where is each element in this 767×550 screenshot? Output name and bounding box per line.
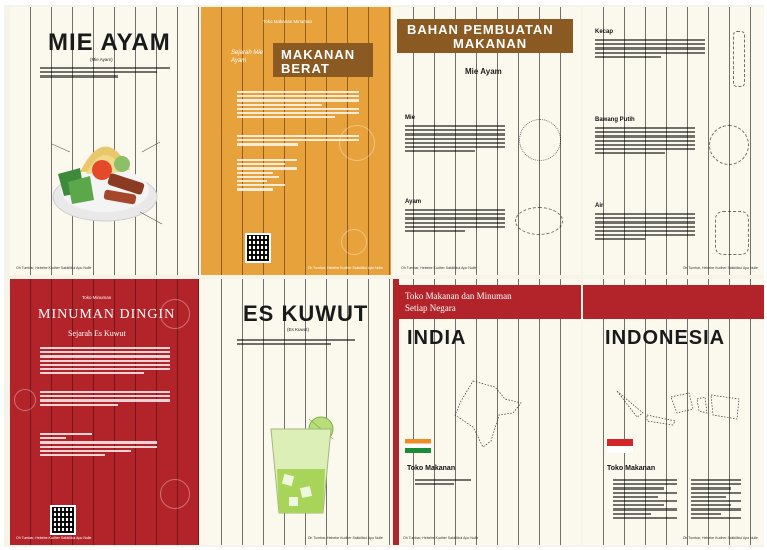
banner-line-1: Toko Makanan dan Minuman — [405, 291, 512, 301]
header-small: Toko Minuman — [82, 295, 112, 300]
page-mie-ayam[interactable]: MIE AYAM (Mie Ayam) Oh Tumbar, Hebebe Ku… — [10, 7, 199, 275]
page-subtitle: (Es Kuwut) — [287, 327, 310, 332]
history-text — [40, 345, 170, 376]
section-text-mie — [405, 123, 505, 154]
section-heading-air: Air — [595, 203, 604, 209]
history-text — [237, 89, 359, 120]
script-heading: Sejarah Mie Ayam — [231, 50, 264, 64]
page-subtitle: Sejarah Es Kuwut — [68, 329, 126, 338]
history-text-2 — [40, 389, 170, 408]
info-columns — [40, 431, 170, 458]
page-title: MINUMAN DINGIN — [38, 307, 176, 322]
left-margin-bar — [393, 279, 399, 545]
decorative-doodle — [341, 229, 367, 255]
section-heading-bawang: Bawang Putih — [595, 117, 635, 123]
es-kuwut-illustration — [270, 416, 334, 514]
page-title: ES KUWUT — [243, 301, 369, 326]
shop-list — [415, 477, 471, 487]
garlic-sketch — [709, 125, 749, 165]
noodle-sketch — [519, 119, 561, 161]
water-sketch — [715, 211, 749, 255]
title-line-1: BAHAN PEMBUATAN — [407, 22, 554, 37]
spread-sheet: MIE AYAM (Mie Ayam) Oh Tumbar, Hebebe Ku… — [4, 5, 764, 547]
top-banner-bar — [583, 285, 764, 319]
section-heading: Toko Makanan — [407, 465, 456, 472]
decorative-doodle — [160, 479, 190, 509]
page-subtitle: Mie Ayam — [465, 67, 502, 76]
page-es-kuwut[interactable]: ES KUWUT (Es Kuwut) Oh Tumbar, Hebebe Ku… — [201, 279, 391, 545]
shop-list-left — [613, 477, 677, 521]
page-footer: Oh Tumbar, Hebebe Kudher Sakkilikul Apo … — [16, 266, 92, 270]
indonesia-map — [616, 390, 740, 426]
page-footer: Oh Tumbar, Hebebe Kudher Sakkilikul Apo … — [401, 266, 477, 270]
intro-text — [237, 337, 355, 347]
bottle-sketch — [733, 31, 745, 87]
intro-text — [40, 65, 170, 80]
section-heading-ayam: Ayam — [405, 199, 422, 205]
title-banner: MAKANAN BERAT — [273, 43, 373, 77]
page-footer: Oh Tumbar, Hebebe Kudher Sakkilikul Apo … — [307, 266, 383, 270]
page-minuman-dingin[interactable]: Toko Minuman MINUMAN DINGIN Sejarah Es K… — [10, 279, 199, 545]
page-subtitle: (Mie Ayam) — [90, 57, 113, 62]
page-footer: Oh Tumbar, Hebebe Kudher Sakkilikul Apo … — [16, 536, 92, 540]
header-small: Toko Makanan Minuman — [263, 19, 313, 24]
page-footer: Oh Tumbar, Hebebe Kudher Sakkilikul Apo … — [682, 266, 758, 270]
chicken-sketch — [515, 207, 563, 235]
page-indonesia[interactable]: INDONESIA Toko Makanan Oh Tumbar, Hebebe… — [583, 279, 764, 545]
page-bahan-pembuatan[interactable]: BAHAN PEMBUATAN MAKANAN Mie Ayam Mie Aya… — [393, 7, 581, 275]
page-footer: Oh Tumbar, Hebebe Kudher Sakkilikul Apo … — [307, 536, 383, 540]
section-heading-mie: Mie — [405, 115, 416, 121]
page-title: MIE AYAM — [48, 29, 171, 56]
title-banner: BAHAN PEMBUATAN MAKANAN — [397, 19, 573, 53]
section-text-air — [595, 211, 695, 242]
page-india[interactable]: Toko Makanan dan Minuman Setiap Negara I… — [393, 279, 581, 545]
banner-line-2: Setiap Negara — [405, 303, 456, 313]
decorative-doodle — [339, 125, 375, 161]
title-line-2: BERAT — [281, 61, 330, 76]
qr-code[interactable] — [50, 505, 76, 535]
decorative-doodle — [160, 299, 190, 329]
india-flag — [405, 439, 431, 453]
country-title: INDONESIA — [605, 327, 726, 349]
page-footer: Oh Tumbar, Hebebe Kudher Sakkilikul Apo … — [682, 536, 758, 540]
title-line-2: MAKANAN — [453, 36, 528, 51]
section-heading-kecap: Kecap — [595, 29, 614, 35]
page-footer: Oh Tumbar, Hebebe Kudher Sakkilikul Apo … — [403, 536, 479, 540]
page-bahan-lanjutan[interactable]: Kecap Bawang Putih Air Oh Tumbar, Hebebe… — [583, 7, 764, 275]
country-title: INDIA — [407, 327, 467, 349]
title-banner: Toko Makanan dan Minuman Setiap Negara — [393, 285, 581, 319]
decorative-doodle — [14, 389, 36, 411]
india-map — [454, 380, 522, 448]
history-text-2 — [237, 133, 359, 148]
section-heading: Toko Makanan — [607, 465, 656, 472]
shop-list-right — [691, 477, 741, 521]
section-text-kecap — [595, 37, 705, 60]
section-text-bawang — [595, 125, 695, 156]
section-text-ayam — [405, 207, 505, 234]
qr-code[interactable] — [245, 233, 271, 263]
indonesia-flag — [607, 439, 633, 453]
title-line-1: MAKANAN — [281, 47, 356, 62]
mie-ayam-illustration — [51, 141, 163, 225]
page-sejarah-mie-ayam[interactable]: Toko Makanan Minuman Sejarah Mie Ayam MA… — [201, 7, 391, 275]
info-list — [237, 157, 297, 193]
